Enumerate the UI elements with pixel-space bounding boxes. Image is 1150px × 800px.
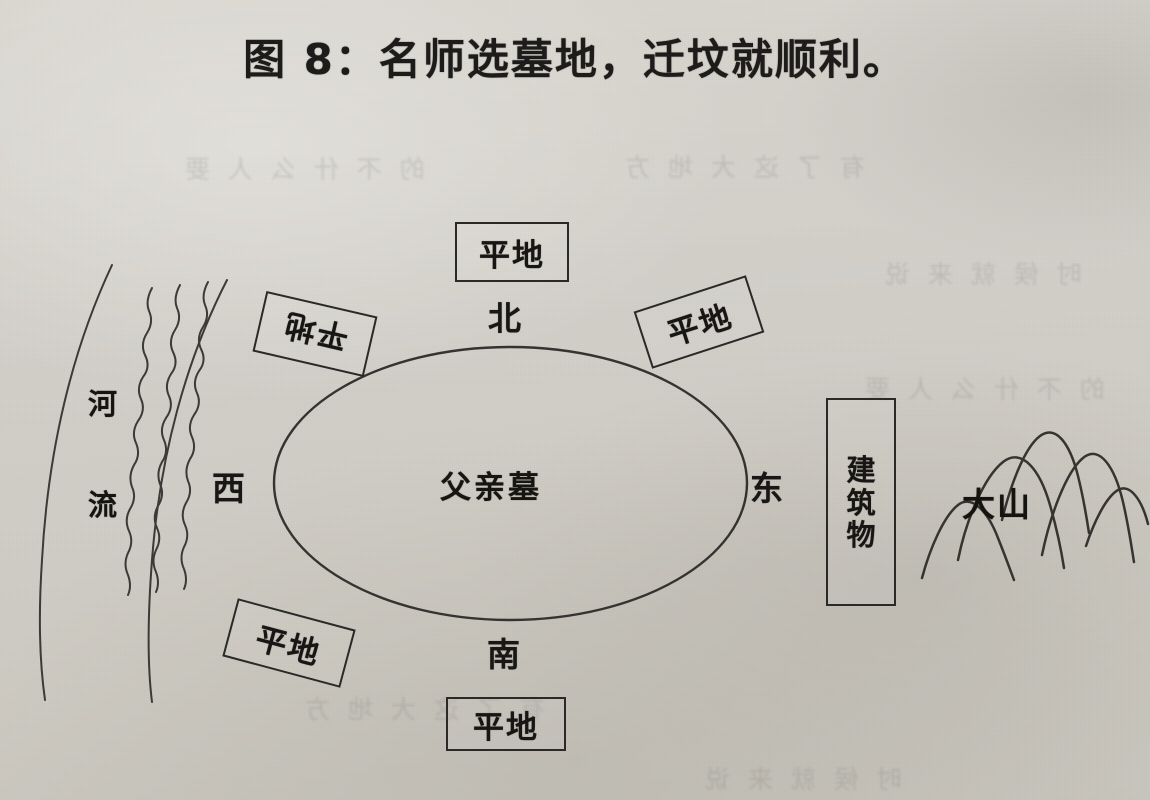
plain-land-label: 平地 [479,237,545,274]
direction-label-north: 北 [488,299,522,338]
river-char: 河 [88,387,118,421]
plain-land-label: 平地 [473,709,539,746]
river-char: 流 [88,488,118,522]
mountain-graphic [920,431,1150,582]
direction-label-south: 南 [487,635,521,674]
building-box: 建 筑 物 [826,398,896,606]
building-char: 物 [846,518,876,553]
plain-land-label: 平地 [251,620,325,673]
direction-label-east: 东 [750,469,784,508]
plain-land-box-south: 平地 [446,697,566,751]
plain-land-box-north: 平地 [455,222,569,282]
grave-ellipse [272,345,749,622]
figure-title: 图 8：名师选墓地，迁坟就顺利。 [243,35,907,84]
mountain-label: 大山 [962,485,1032,524]
plain-land-label: 平地 [279,305,352,356]
grave-label: 父亲墓 [440,470,542,506]
river-graphic [38,264,228,703]
building-char: 筑 [846,485,876,520]
building-char: 建 [846,453,876,488]
direction-label-west: 西 [212,469,246,508]
river-label: 河 流 [88,390,122,520]
plain-land-label: 平地 [663,298,738,353]
